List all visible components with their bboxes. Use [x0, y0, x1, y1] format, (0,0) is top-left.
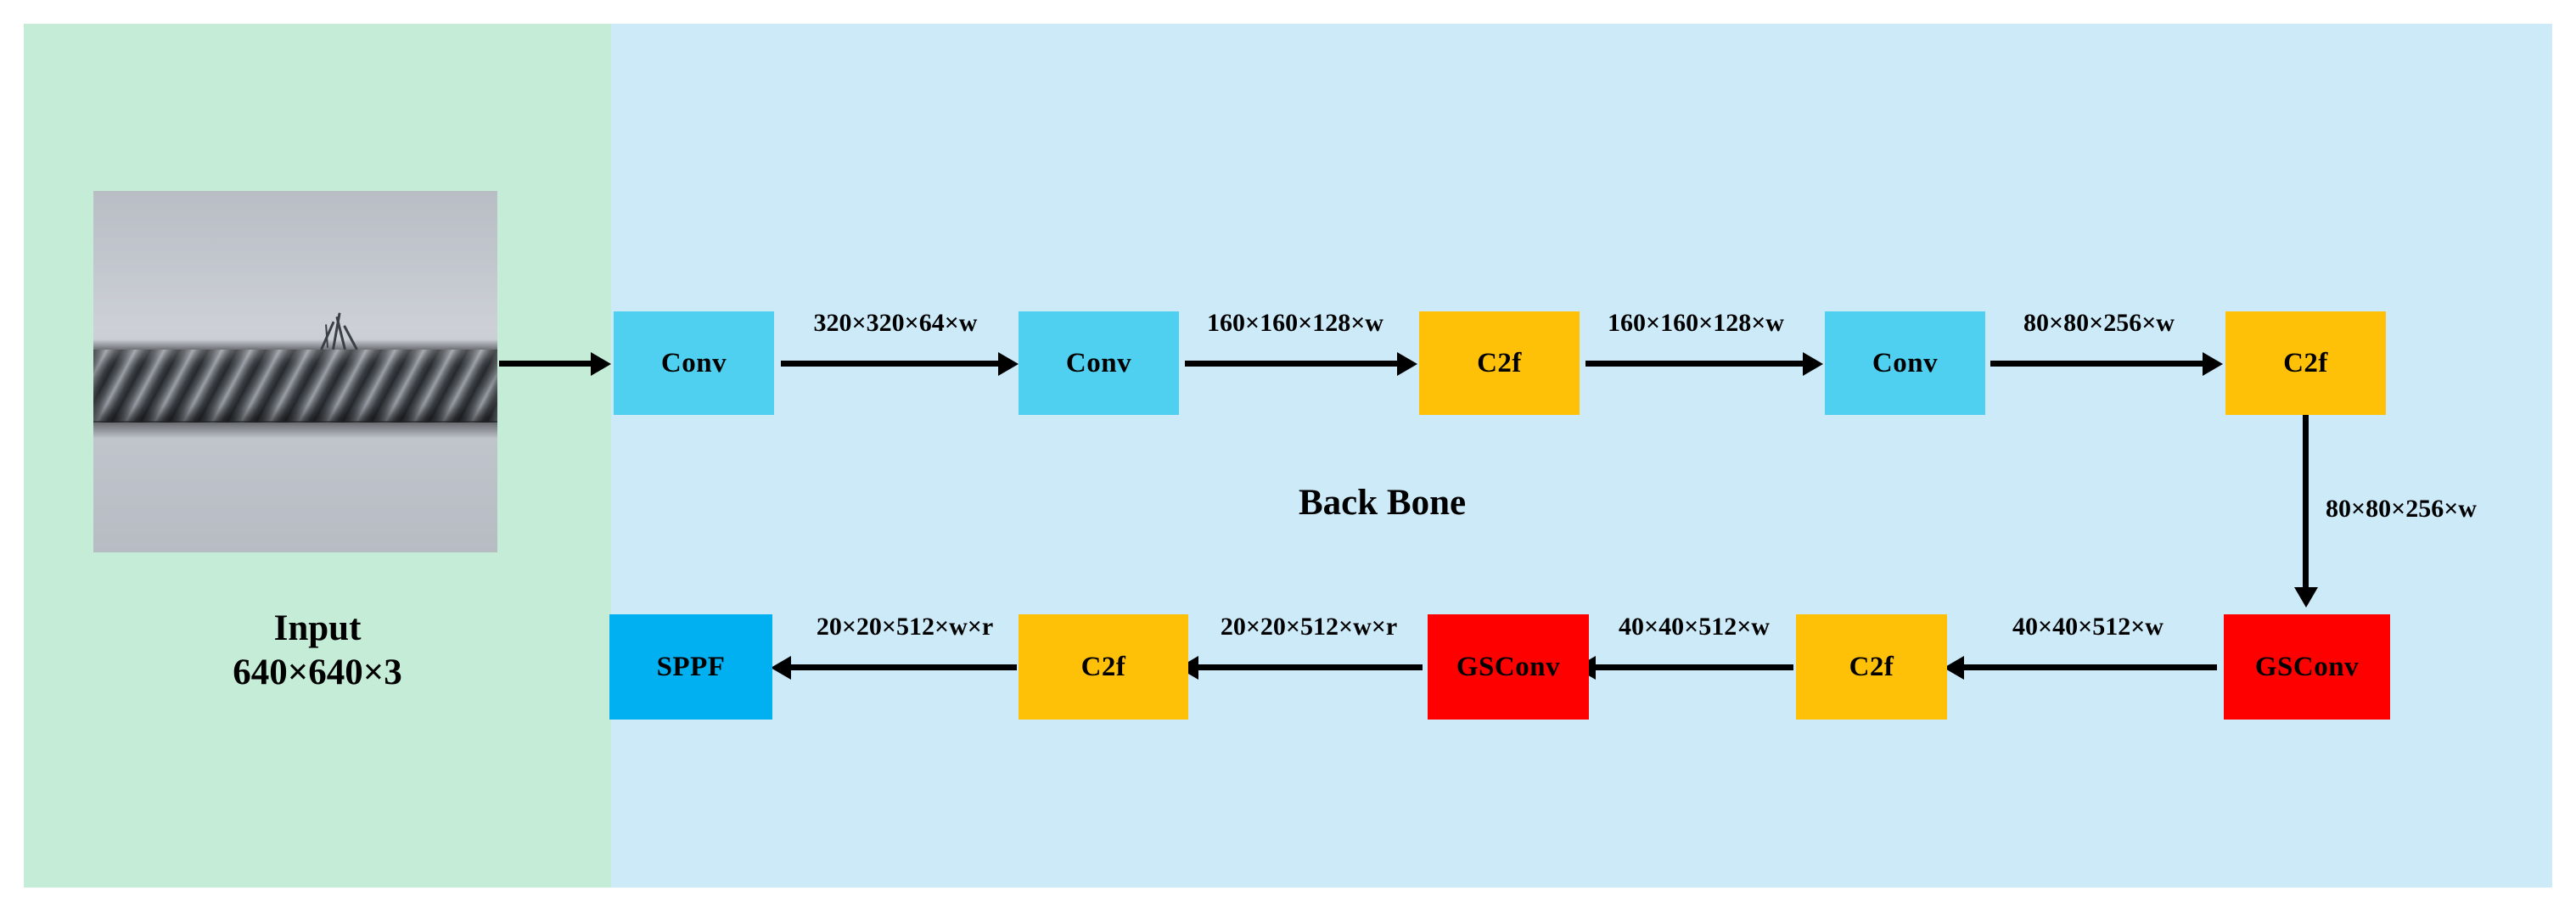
block-c2f-2[interactable]: C2f	[2225, 311, 2386, 415]
backbone-title: Back Bone	[1299, 483, 1467, 523]
block-c2f-4[interactable]: C2f	[1019, 614, 1188, 720]
block-label: GSConv	[1456, 651, 1561, 682]
rope-shadow-bottom	[93, 420, 497, 439]
arrow-gsconv2-to-c2f4	[1178, 655, 1423, 680]
edge-label-conv2-c2f1: 160×160×128×w	[1207, 309, 1383, 337]
block-c2f-1[interactable]: C2f	[1419, 311, 1580, 415]
block-label: Conv	[660, 347, 727, 378]
arrow-gsconv1-to-c2f3	[1944, 655, 2217, 680]
edge-label-conv1-conv2: 320×320×64×w	[813, 309, 978, 337]
input-shape: 640×640×3	[233, 653, 402, 693]
arrow-input-to-conv1	[499, 351, 611, 376]
edge-label-c2f2-gsconv1: 80×80×256×w	[2326, 495, 2477, 523]
arrow-conv2-to-c2f1	[1185, 351, 1417, 376]
edge-label-conv3-c2f2: 80×80×256×w	[2023, 309, 2175, 337]
arrow-c2f4-to-sppf	[771, 655, 1017, 680]
block-label: C2f	[1080, 651, 1126, 682]
edge-label-c2f1-conv3: 160×160×128×w	[1608, 309, 1784, 337]
rope-shadow-top	[93, 339, 497, 354]
block-label: C2f	[2283, 347, 2328, 378]
block-label: C2f	[1849, 651, 1894, 682]
block-gsconv-2[interactable]: GSConv	[1428, 614, 1589, 720]
block-label: C2f	[1477, 347, 1522, 378]
block-c2f-3[interactable]: C2f	[1796, 614, 1947, 720]
arrow-conv3-to-c2f2	[1990, 351, 2223, 376]
edge-label-gsconv1-c2f3: 40×40×512×w	[2012, 613, 2164, 641]
block-conv-2[interactable]: Conv	[1019, 311, 1179, 415]
arrowhead-down-icon	[2293, 587, 2318, 608]
block-conv-1[interactable]: Conv	[614, 311, 774, 415]
arrow-c2f1-to-conv3	[1585, 351, 1823, 376]
block-label: Conv	[1872, 347, 1939, 378]
input-caption: Input 640×640×3	[24, 607, 611, 696]
backbone-panel	[611, 24, 2552, 888]
arrow-conv1-to-conv2	[781, 351, 1019, 376]
block-label: SPPF	[656, 651, 726, 682]
block-label: Conv	[1065, 347, 1132, 378]
arrowhead-right-icon	[998, 351, 1019, 376]
block-gsconv-1[interactable]: GSConv	[2224, 614, 2390, 720]
input-image-wire-rope	[93, 191, 497, 552]
edge-label-c2f3-gsconv2: 40×40×512×w	[1619, 613, 1770, 641]
arrowhead-right-icon	[1397, 351, 1417, 376]
edge-label-gsconv2-c2f4: 20×20×512×w×r	[1220, 613, 1398, 641]
rope-body	[93, 350, 497, 423]
arrowhead-right-icon	[2203, 351, 2223, 376]
arrowhead-left-icon	[1944, 655, 1964, 680]
arrow-c2f3-to-gsconv2	[1575, 655, 1793, 680]
arrowhead-right-icon	[591, 351, 611, 376]
arrow-c2f2-to-gsconv1	[2293, 415, 2318, 608]
arrowhead-left-icon	[771, 655, 791, 680]
block-conv-3[interactable]: Conv	[1825, 311, 1985, 415]
block-sppf[interactable]: SPPF	[609, 614, 772, 720]
input-label: Input	[273, 608, 362, 648]
block-label: GSConv	[2254, 651, 2360, 682]
edge-label-c2f4-sppf: 20×20×512×w×r	[816, 613, 994, 641]
arrowhead-right-icon	[1803, 351, 1823, 376]
